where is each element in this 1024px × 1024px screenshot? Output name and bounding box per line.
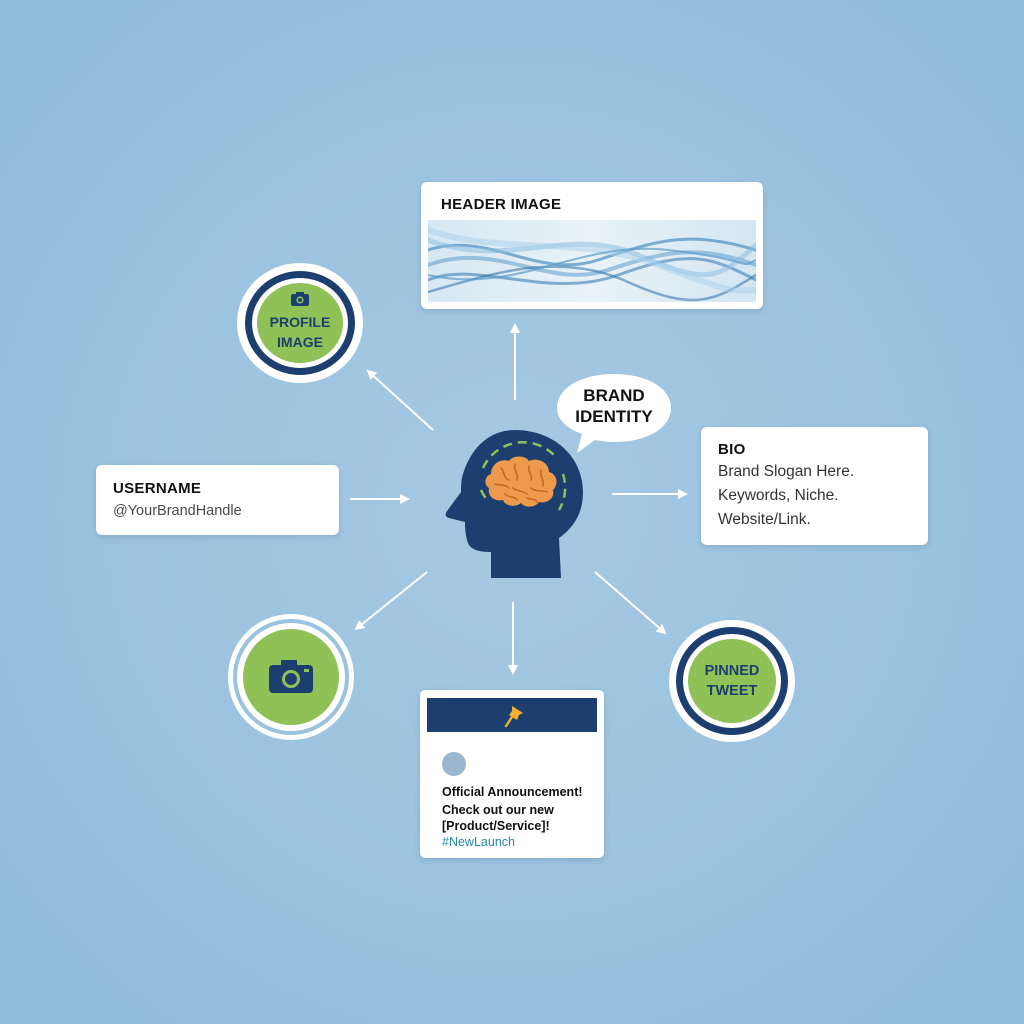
username-card[interactable]: USERNAME @YourBrandHandle (96, 465, 339, 535)
tweet-card[interactable]: Official Announcement! Check out our new… (420, 690, 604, 858)
media-camera-node[interactable] (227, 613, 355, 741)
tweet-hashtag[interactable]: #NewLaunch (442, 835, 515, 849)
tweet-text-line: Official Announcement! (442, 785, 583, 799)
tweet-text-line: Check out our new (442, 803, 554, 817)
brand-identity-line2: IDENTITY (575, 407, 653, 426)
bio-line: Website/Link. (718, 511, 811, 528)
bio-line: Keywords, Niche. (718, 487, 839, 504)
profile-image-node[interactable]: PROFILE IMAGE (236, 262, 364, 384)
avatar (442, 752, 466, 776)
camera-icon (291, 292, 309, 306)
arrow-to-profile (366, 369, 434, 431)
pinned-tweet-line1: PINNED (704, 663, 760, 679)
head-with-brain-icon (445, 430, 583, 578)
brand-identity-bubble: BRAND IDENTITY (555, 371, 673, 455)
brand-identity-line1: BRAND (583, 386, 645, 405)
pinned-tweet-node[interactable]: PINNED TWEET (668, 619, 796, 743)
pushpin-icon (504, 706, 523, 728)
username-title: USERNAME (113, 480, 202, 497)
username-handle: @YourBrandHandle (113, 503, 242, 519)
header-image-title: HEADER IMAGE (441, 196, 562, 213)
profile-image-label-line2: IMAGE (277, 334, 323, 350)
pinned-ring (669, 620, 795, 742)
wave-banner-image (428, 220, 756, 302)
camera-icon (269, 660, 313, 693)
pinned-tweet-line2: TWEET (706, 683, 758, 699)
profile-ring (237, 263, 363, 383)
arrow-to-media (354, 571, 428, 631)
bio-line: Brand Slogan Here. (718, 463, 855, 480)
tweet-banner (427, 698, 597, 732)
speech-bubble-shape (557, 374, 671, 453)
arrow-to-pinned (594, 571, 667, 635)
tweet-text-line: [Product/Service]! (442, 819, 550, 833)
profile-image-label-line1: PROFILE (269, 314, 331, 330)
bio-card[interactable]: BIO Brand Slogan Here. Keywords, Niche. … (701, 427, 928, 545)
brain-icon (485, 456, 557, 507)
bio-title: BIO (718, 441, 746, 458)
header-image-card[interactable]: HEADER IMAGE (421, 182, 763, 309)
